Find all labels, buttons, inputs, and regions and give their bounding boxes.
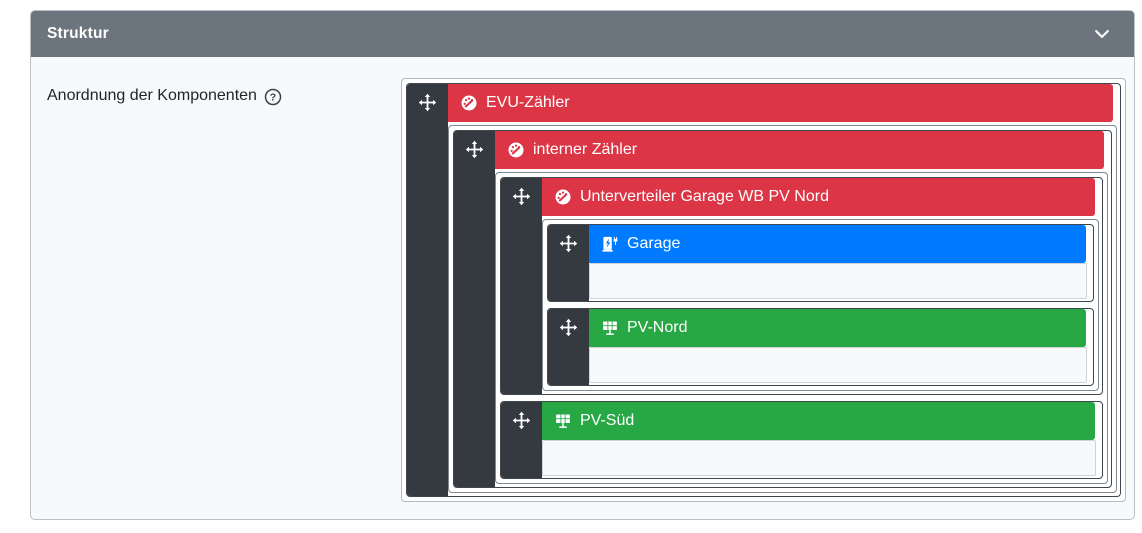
- component-label: interner Zähler: [533, 141, 638, 158]
- panel-title: Struktur: [47, 25, 109, 42]
- drag-handle[interactable]: [501, 402, 542, 478]
- children-list: Garage PV-Nord: [542, 219, 1099, 391]
- component-bar[interactable]: Unterverteiler Garage WB PV Nord: [542, 178, 1095, 216]
- section-label-row: Anordnung der Komponenten ?: [47, 78, 401, 502]
- component-item: interner Zähler Unterverteiler Garage WB…: [453, 130, 1112, 488]
- dropzone[interactable]: [542, 440, 1096, 476]
- move-icon: [512, 411, 531, 430]
- item-content: Unterverteiler Garage WB PV Nord Garage …: [542, 178, 1102, 394]
- structure-card: Struktur Anordnung der Komponenten ? EVU…: [30, 10, 1135, 520]
- solar-panel-icon: [556, 414, 570, 428]
- component-bar[interactable]: EVU-Zähler: [448, 84, 1113, 122]
- component-bar[interactable]: interner Zähler: [495, 131, 1104, 169]
- drag-handle[interactable]: [407, 84, 448, 496]
- chevron-down-icon[interactable]: [1092, 24, 1112, 44]
- panel-header[interactable]: Struktur: [31, 11, 1134, 57]
- component-label: Unterverteiler Garage WB PV Nord: [580, 188, 829, 205]
- item-content: interner Zähler Unterverteiler Garage WB…: [495, 131, 1111, 487]
- component-bar[interactable]: PV-Süd: [542, 402, 1095, 440]
- svg-text:?: ?: [270, 91, 276, 103]
- item-content: PV-Nord: [589, 309, 1093, 385]
- component-item: PV-Süd: [500, 401, 1103, 479]
- component-tree: EVU-Zähler interner Zähler Unterverteile…: [401, 78, 1126, 502]
- dropzone[interactable]: [589, 263, 1087, 299]
- drag-handle[interactable]: [548, 309, 589, 385]
- move-icon: [559, 318, 578, 337]
- gauge-icon: [461, 95, 477, 111]
- tree-column: EVU-Zähler interner Zähler Unterverteile…: [401, 78, 1126, 502]
- item-content: PV-Süd: [542, 402, 1102, 478]
- panel-body: Anordnung der Komponenten ? EVU-Zähler i…: [31, 57, 1134, 502]
- component-item: PV-Nord: [547, 308, 1094, 386]
- gauge-icon: [508, 142, 524, 158]
- children-list: Unterverteiler Garage WB PV Nord Garage …: [495, 172, 1108, 484]
- move-icon: [512, 187, 531, 206]
- drag-handle[interactable]: [501, 178, 542, 394]
- question-circle-icon[interactable]: ?: [264, 88, 282, 106]
- component-bar[interactable]: Garage: [589, 225, 1086, 263]
- item-content: Garage: [589, 225, 1093, 301]
- charging-station-icon: [602, 236, 618, 252]
- component-bar[interactable]: PV-Nord: [589, 309, 1086, 347]
- component-item: EVU-Zähler interner Zähler Unterverteile…: [406, 83, 1121, 497]
- section-label: Anordnung der Komponenten: [47, 87, 257, 104]
- drag-handle[interactable]: [548, 225, 589, 301]
- component-label: Garage: [627, 235, 681, 252]
- item-content: EVU-Zähler interner Zähler Unterverteile…: [448, 84, 1120, 496]
- component-item: Garage: [547, 224, 1094, 302]
- component-label: PV-Nord: [627, 319, 688, 336]
- gauge-icon: [555, 189, 571, 205]
- children-list: interner Zähler Unterverteiler Garage WB…: [448, 125, 1117, 493]
- solar-panel-icon: [603, 321, 617, 335]
- component-label: PV-Süd: [580, 412, 635, 429]
- drag-handle[interactable]: [454, 131, 495, 487]
- dropzone[interactable]: [589, 347, 1087, 383]
- move-icon: [559, 234, 578, 253]
- move-icon: [418, 93, 437, 112]
- component-label: EVU-Zähler: [486, 94, 570, 111]
- component-item: Unterverteiler Garage WB PV Nord Garage …: [500, 177, 1103, 395]
- move-icon: [465, 140, 484, 159]
